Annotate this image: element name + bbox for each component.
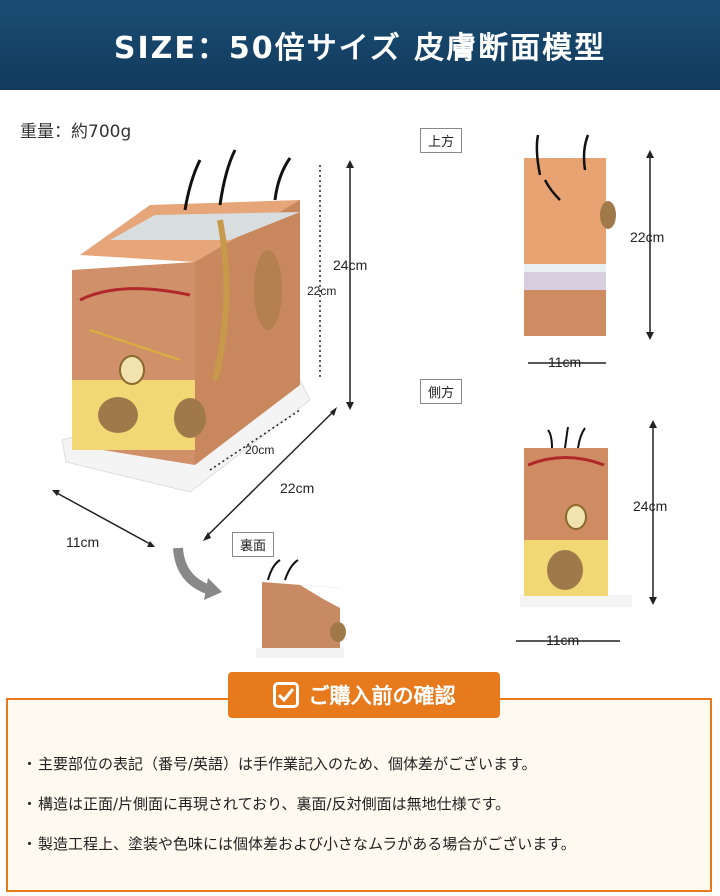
weight-label: 重量：約700g	[20, 122, 132, 142]
checkbox-icon	[272, 682, 299, 708]
back-view-image	[256, 559, 346, 658]
main-depth-inner-label: 20cm	[245, 443, 275, 457]
side-view-image	[520, 426, 632, 607]
side-height-label: 24cm	[633, 498, 668, 514]
main-depth-outer-label: 22cm	[280, 480, 315, 496]
skin-model-illustration	[52, 134, 657, 658]
side-view-tag: 側方	[420, 379, 463, 404]
notice-title: ご購入前の確認	[308, 684, 456, 708]
main-height-inner-label: 22cm	[307, 284, 337, 298]
top-height-label: 22cm	[630, 229, 665, 245]
notice-header: ご購入前の確認	[228, 672, 500, 718]
main-width-label: 11cm	[66, 534, 100, 550]
title-banner: SIZE：50倍サイズ 皮膚断面模型	[0, 0, 720, 90]
top-view-image	[524, 134, 616, 336]
main-model-image	[61, 149, 311, 493]
top-width-label: 11cm	[548, 354, 582, 370]
main-height-outer-label: 24cm	[333, 257, 368, 273]
notice-item: ・製造工程上、塗装や色味には個体差および小さなムラがある場合がございます。	[22, 835, 576, 853]
notice-item: ・主要部位の表記（番号/英語）は手作業記入のため、個体差がございます。	[22, 755, 537, 773]
banner-title: SIZE：50倍サイズ 皮膚断面模型	[113, 31, 607, 66]
side-width-label: 11cm	[546, 632, 580, 648]
back-view-tag: 裏面	[232, 532, 275, 557]
top-view-tag: 上方	[420, 128, 463, 153]
notice-item: ・構造は正面/片側面に再現されており、裏面/反対側面は無地仕様です。	[22, 795, 511, 813]
notice-box	[6, 698, 712, 892]
